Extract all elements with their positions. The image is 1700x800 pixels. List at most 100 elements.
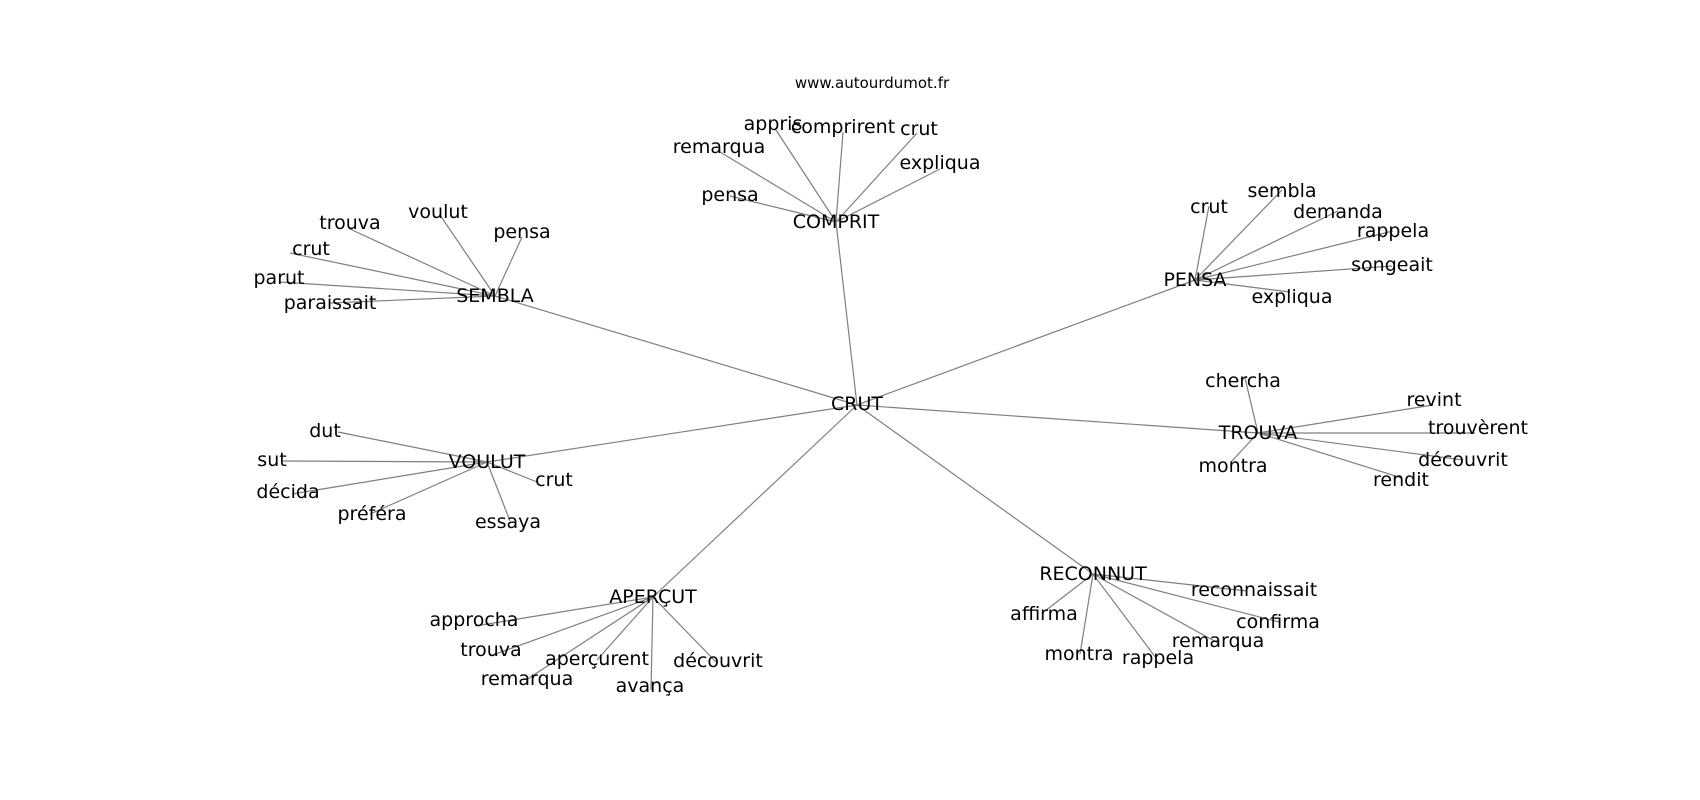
edge-6-4 [525, 596, 654, 681]
edge-root-to-4 [486, 404, 858, 463]
hub-node-label[interactable]: VOULUT [449, 451, 526, 473]
edge-4-2 [486, 461, 538, 483]
neighbor-label[interactable]: voulut [408, 201, 468, 223]
edge-6-2 [596, 596, 654, 661]
neighbor-label[interactable]: trouva [319, 212, 380, 234]
neighbor-label[interactable]: parut [253, 267, 304, 289]
neighbor-label[interactable]: trouvèrent [1428, 417, 1528, 439]
neighbor-label[interactable]: montra [1198, 455, 1267, 477]
neighbor-label[interactable]: aperçurent [545, 648, 649, 670]
edge-2-4 [279, 281, 496, 297]
watermark-text: www.autourdumot.fr [795, 74, 950, 92]
neighbor-label[interactable]: affirma [1010, 603, 1078, 625]
hub-node-label[interactable]: SEMBLA [456, 285, 534, 307]
edge-0-0 [775, 129, 837, 223]
edge-3-0 [1244, 377, 1259, 434]
neighbor-label[interactable]: sembla [1247, 180, 1316, 202]
neighbor-label[interactable]: songeait [1351, 254, 1433, 276]
neighbor-label[interactable]: appris [744, 113, 803, 135]
edge-3-5 [1257, 432, 1403, 479]
edge-root-to-5 [856, 404, 1094, 575]
edge-2-3 [289, 252, 496, 297]
edge-5-4 [1079, 573, 1094, 655]
neighbor-label[interactable]: pensa [701, 184, 758, 206]
edge-3-1 [1257, 404, 1434, 434]
neighbor-label[interactable]: expliqua [1252, 286, 1333, 308]
edge-0-4 [835, 168, 941, 223]
edge-root-to-0 [835, 221, 858, 406]
graph-labels: www.autourdumot.fr CRUT appriscomprirent… [253, 74, 1528, 697]
neighbor-label[interactable]: rendit [1373, 469, 1429, 491]
neighbor-label[interactable]: découvrit [673, 650, 763, 672]
graph-edges [279, 129, 1475, 691]
edge-4-0 [337, 431, 488, 463]
edge-0-1 [835, 131, 844, 223]
neighbor-label[interactable]: expliqua [900, 152, 981, 174]
neighbor-label[interactable]: comprirent [791, 116, 895, 138]
edge-6-3 [652, 596, 717, 663]
neighbor-label[interactable]: avança [616, 675, 685, 697]
edge-0-2 [835, 132, 918, 223]
edge-1-4 [1194, 265, 1393, 281]
neighbor-label[interactable]: rappela [1357, 220, 1429, 242]
neighbor-label[interactable]: montra [1044, 643, 1113, 665]
neighbor-label[interactable]: confirma [1236, 611, 1320, 633]
edge-root-to-1 [856, 279, 1196, 406]
hub-node-label[interactable]: TROUVA [1218, 422, 1297, 444]
edge-2-0 [349, 228, 496, 297]
neighbor-label[interactable]: dut [309, 420, 341, 442]
neighbor-label[interactable]: essaya [475, 511, 541, 533]
neighbor-label[interactable]: crut [535, 469, 573, 491]
edge-0-3 [719, 151, 837, 223]
edge-1-2 [1194, 210, 1339, 281]
edge-0-5 [729, 195, 837, 223]
root-node-label[interactable]: CRUT [831, 393, 883, 415]
hub-node-label[interactable]: APERÇUT [609, 586, 697, 608]
neighbor-label[interactable]: pensa [493, 221, 550, 243]
edge-4-1 [282, 460, 488, 463]
neighbor-label[interactable]: approcha [430, 609, 519, 631]
edge-2-5 [329, 295, 496, 304]
edge-2-1 [439, 214, 496, 297]
edge-4-5 [486, 461, 511, 522]
hub-node-label[interactable]: COMPRIT [793, 211, 880, 233]
edge-4-4 [369, 461, 488, 515]
neighbor-label[interactable]: décida [256, 481, 319, 503]
edge-3-3 [1230, 432, 1259, 463]
hub-node-label[interactable]: RECONNUT [1039, 563, 1147, 585]
neighbor-label[interactable]: remarqua [481, 668, 573, 690]
edge-2-2 [494, 236, 523, 297]
neighbor-label[interactable]: chercha [1205, 370, 1281, 392]
edge-6-0 [474, 596, 654, 627]
neighbor-label[interactable]: reconnaissait [1191, 579, 1317, 601]
neighbor-label[interactable]: découvrit [1418, 449, 1508, 471]
edge-root-to-6 [652, 404, 858, 598]
edge-1-5 [1194, 279, 1291, 293]
edge-root-to-2 [494, 295, 858, 406]
edge-1-1 [1194, 189, 1283, 281]
neighbor-label[interactable]: paraissait [284, 292, 377, 314]
neighbor-label[interactable]: demanda [1293, 201, 1383, 223]
edge-6-5 [650, 596, 654, 691]
edge-root-to-3 [856, 404, 1259, 434]
neighbor-label[interactable]: remarqua [673, 136, 765, 158]
neighbor-label[interactable]: préféra [338, 503, 407, 525]
neighbor-label[interactable]: revint [1406, 389, 1461, 411]
neighbor-label[interactable]: remarqua [1172, 630, 1264, 652]
neighbor-label[interactable]: rappela [1122, 647, 1194, 669]
edge-5-2 [1092, 573, 1280, 623]
edge-1-3 [1194, 230, 1394, 281]
edge-1-0 [1194, 205, 1210, 281]
edge-5-0 [1092, 573, 1248, 592]
neighbor-label[interactable]: trouva [460, 639, 521, 661]
neighbor-label[interactable]: crut [900, 118, 938, 140]
edge-4-3 [291, 461, 488, 495]
neighbor-label[interactable]: sut [257, 449, 286, 471]
edge-5-1 [1044, 573, 1094, 612]
edge-5-5 [1092, 573, 1157, 659]
hub-node-label[interactable]: PENSA [1163, 269, 1226, 291]
neighbor-label[interactable]: crut [1190, 196, 1228, 218]
neighbor-label[interactable]: crut [292, 238, 330, 260]
edge-6-1 [492, 596, 654, 656]
